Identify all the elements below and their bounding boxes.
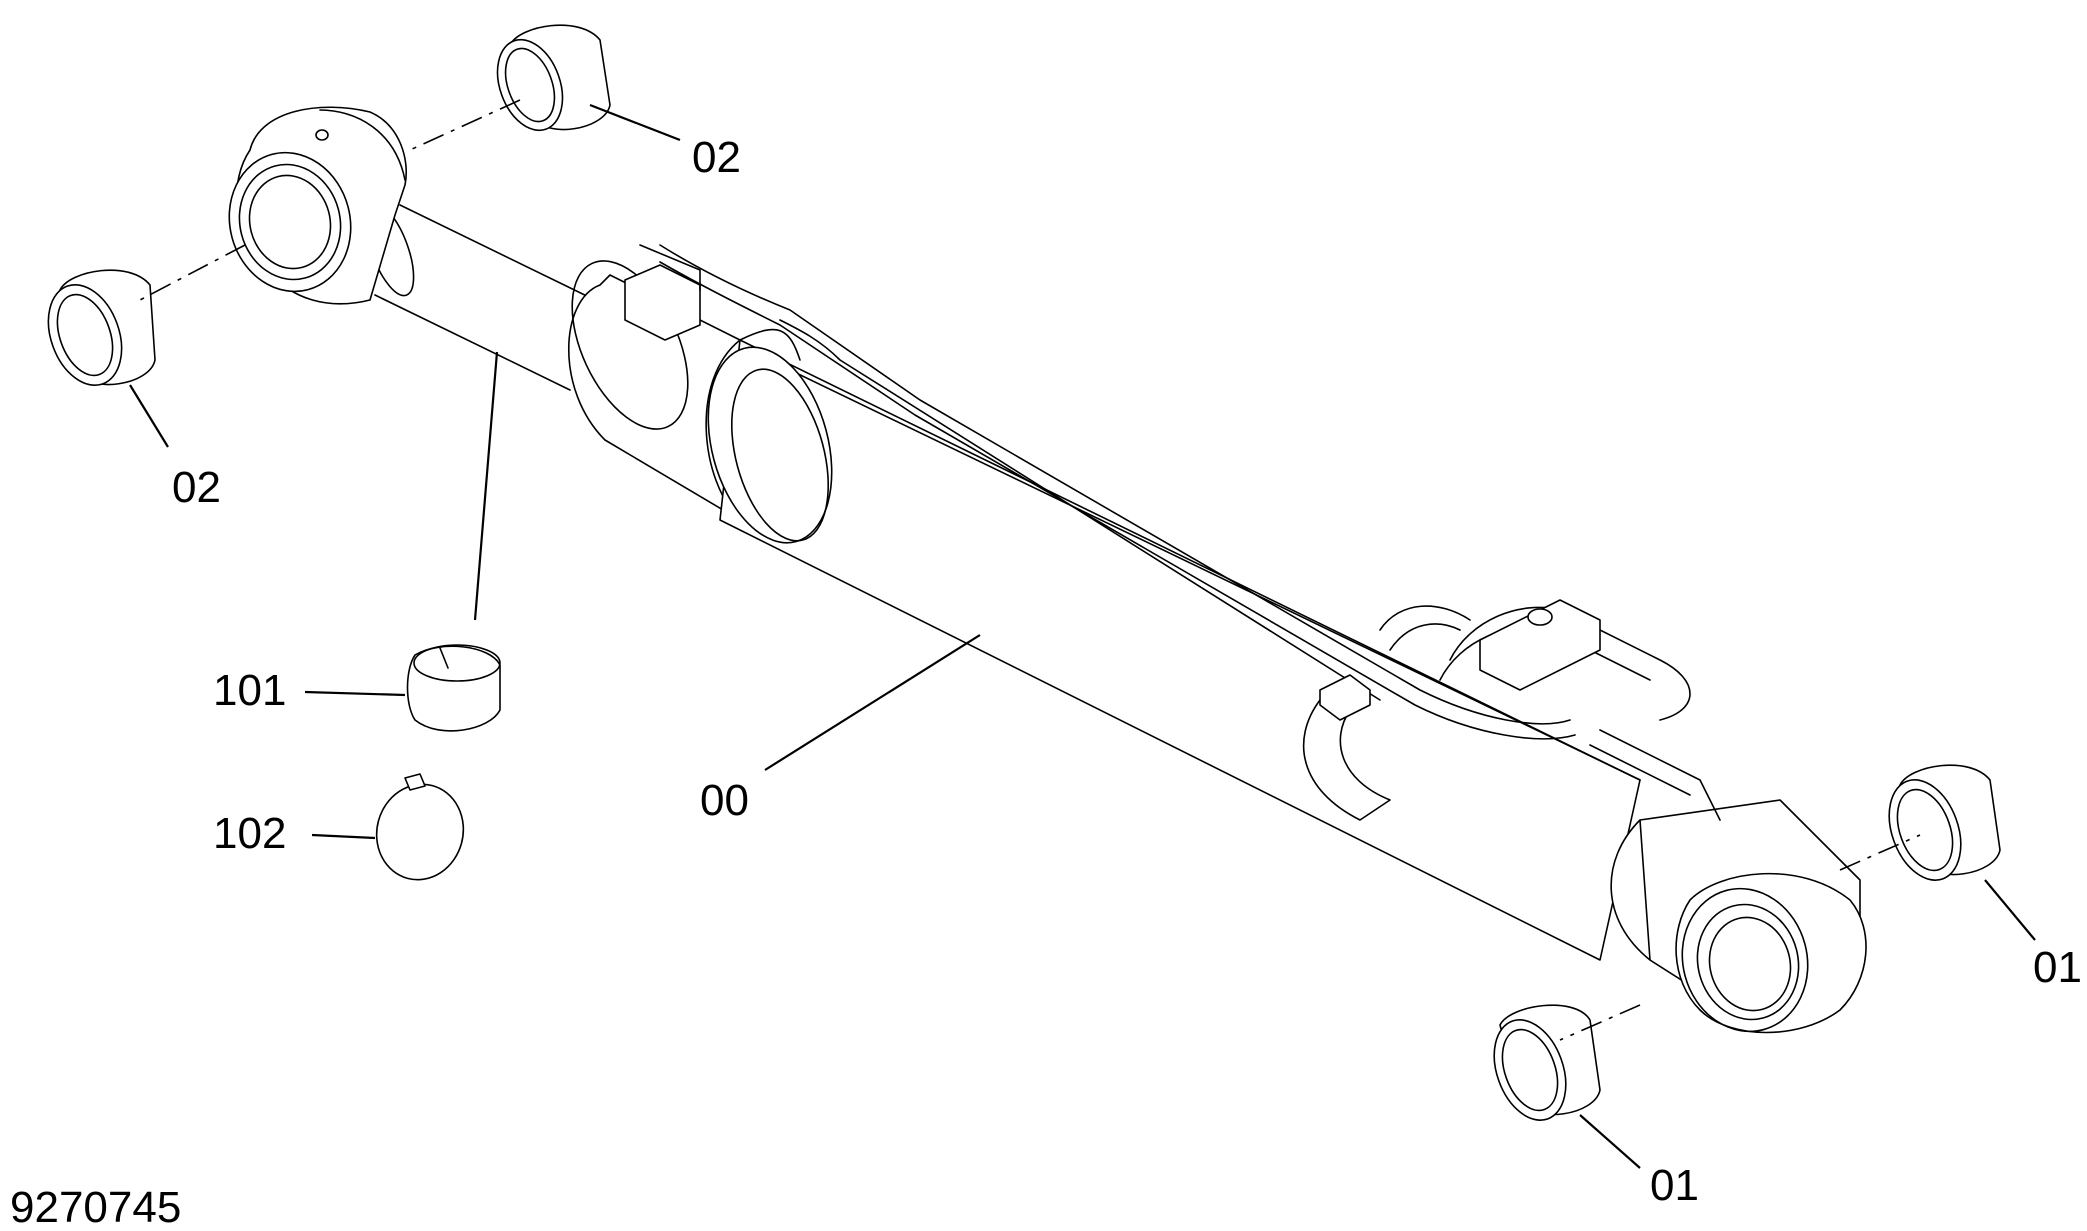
centre-lines: [139, 99, 1921, 1041]
bushing-02-left: [47, 269, 156, 387]
drawing-id: 9270745: [10, 1183, 181, 1231]
rod-eye: [228, 106, 407, 305]
ring-102: [375, 773, 465, 881]
hydraulic-pipes: [624, 244, 1721, 821]
callout-101: 101: [213, 666, 286, 715]
piston-rod: [365, 203, 596, 391]
seal-101: [406, 644, 501, 732]
callout-01-bottom: 01: [1650, 1161, 1699, 1210]
callout-02-top: 02: [692, 133, 741, 182]
leader-lines: [129, 103, 2036, 1169]
bushing-01-bottom: [1493, 1004, 1601, 1121]
bushing-02-top: [496, 24, 611, 132]
callout-102: 102: [213, 809, 286, 858]
callout-00: 00: [700, 776, 749, 825]
cylinder-bottom-eye: [1675, 872, 1867, 1034]
callout-02-left: 02: [172, 463, 221, 512]
callout-01-right: 01: [2033, 943, 2082, 992]
bushing-01-right: [1888, 764, 2001, 881]
cylinder-barrel: [568, 260, 1861, 1031]
